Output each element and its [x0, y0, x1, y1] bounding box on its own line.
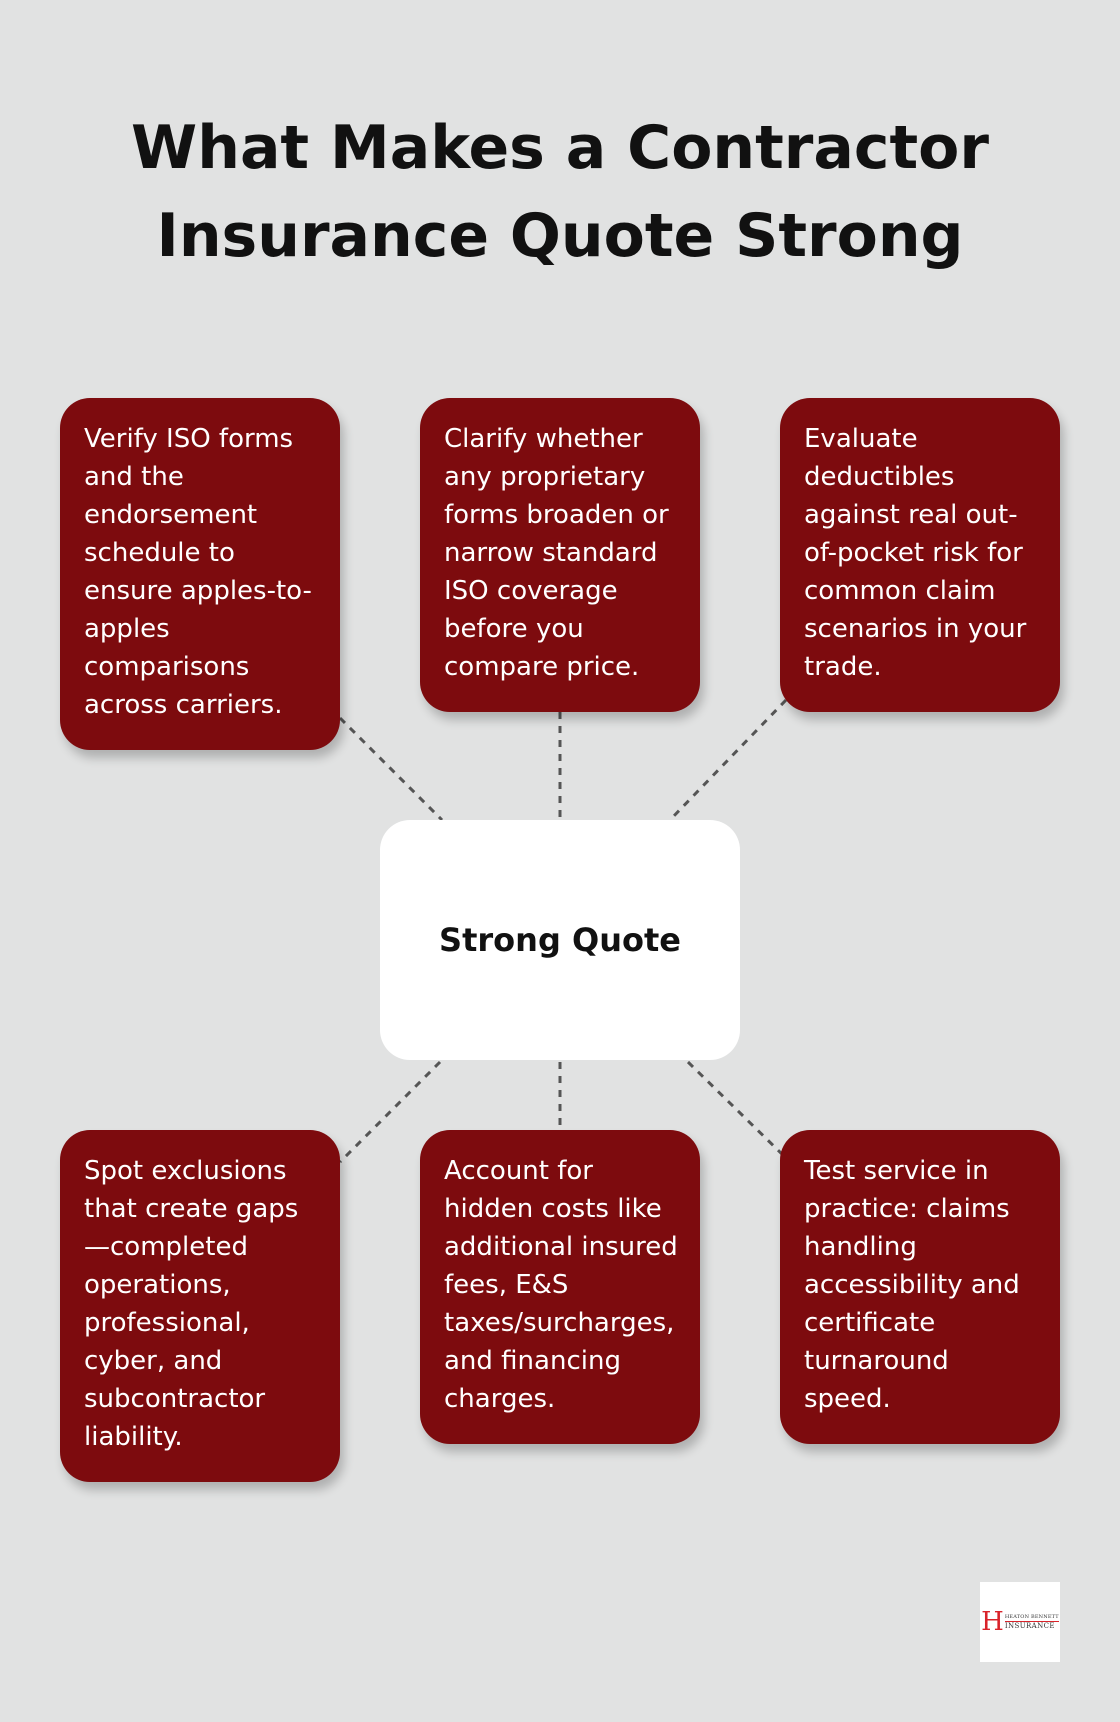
criterion-text: Test service in practice: claims handlin…: [804, 1156, 1020, 1414]
criterion-text: Clarify whether any proprietary forms br…: [444, 424, 669, 682]
criterion-box-service: Test service in practice: claims handlin…: [780, 1130, 1060, 1444]
connector-line-top-right: [668, 698, 788, 822]
criterion-box-hidden-costs: Account for hidden costs like additional…: [420, 1130, 700, 1444]
page-title: What Makes a Contractor Insurance Quote …: [131, 113, 989, 271]
connector-line-bottom-right: [686, 1060, 788, 1160]
center-node: Strong Quote: [380, 820, 740, 1060]
logo-wordmark: HEATON BENNETT INSURANCE: [1004, 1613, 1059, 1631]
criterion-box-proprietary-forms: Clarify whether any proprietary forms br…: [420, 398, 700, 712]
criterion-box-exclusions: Spot exclusions that create gaps—complet…: [60, 1130, 340, 1482]
center-node-label: Strong Quote: [439, 921, 681, 959]
logo-line1: HEATON BENNETT: [1004, 1613, 1059, 1622]
criterion-box-deductibles: Evaluate deductibles against real out-of…: [780, 398, 1060, 712]
logo-letter: H: [981, 1607, 1004, 1637]
logo-line2: INSURANCE: [1004, 1621, 1055, 1630]
connector-line-bottom-left: [338, 1060, 442, 1164]
criterion-text: Account for hidden costs like additional…: [444, 1156, 678, 1414]
criterion-text: Evaluate deductibles against real out-of…: [804, 424, 1027, 682]
brand-logo: H HEATON BENNETT INSURANCE: [980, 1582, 1060, 1662]
criterion-box-iso-forms: Verify ISO forms and the endorsement sch…: [60, 398, 340, 750]
connector-line-top-left: [338, 716, 444, 822]
criterion-text: Spot exclusions that create gaps—complet…: [84, 1156, 299, 1452]
criterion-text: Verify ISO forms and the endorsement sch…: [84, 424, 312, 720]
